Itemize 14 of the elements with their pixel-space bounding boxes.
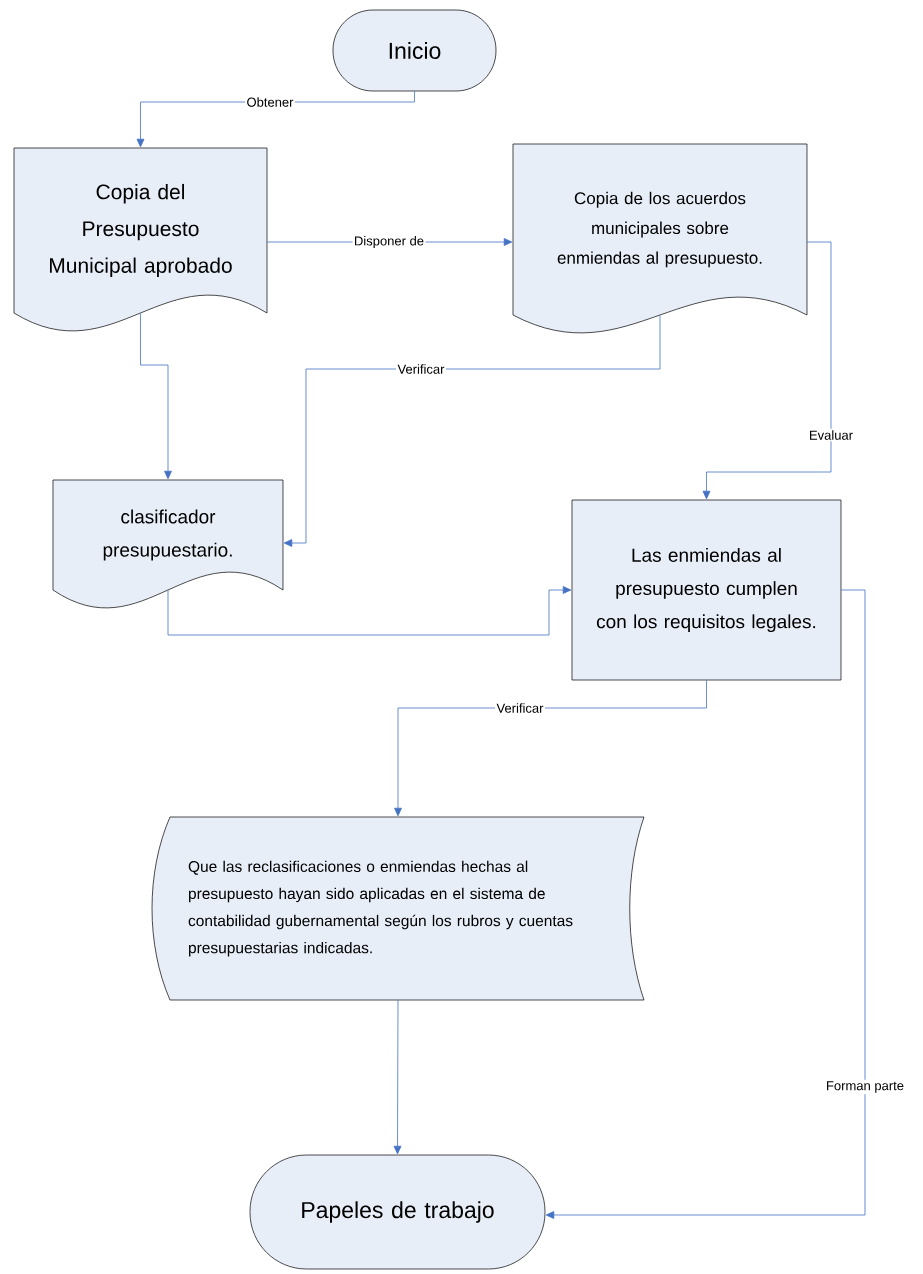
edge-label: Forman parte	[824, 1079, 906, 1095]
edge-label: Verificar	[396, 362, 446, 376]
process-box: Las enmiendas al presupuesto cumplen con los requisitos legales.	[571, 499, 842, 681]
connector-arrow	[167, 586, 572, 636]
edge-label: Verificar	[495, 701, 545, 715]
connector-arrow	[283, 314, 661, 547]
edge-label: Evaluar	[807, 428, 855, 442]
connector-arrow	[394, 679, 707, 817]
connector-arrow	[702, 241, 832, 500]
connector-arrow	[393, 999, 402, 1155]
edge-label: Obtener	[245, 95, 295, 109]
edge-label: Disponer de	[352, 234, 426, 250]
connector-arrow	[545, 589, 866, 1219]
connector-arrow	[140, 312, 172, 480]
